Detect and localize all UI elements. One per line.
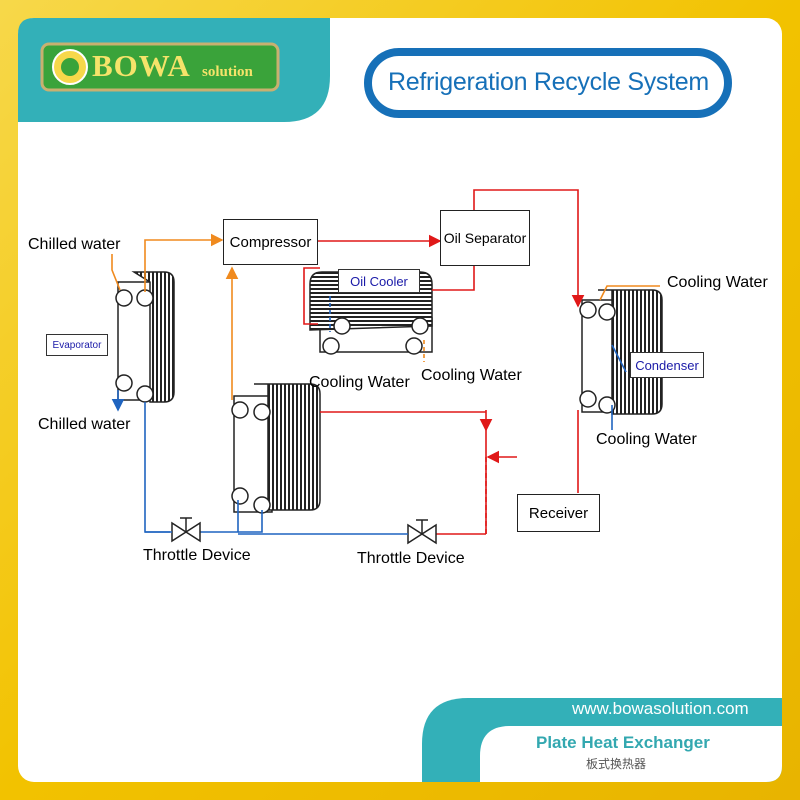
chilled-water-in-label: Chilled water <box>28 236 121 253</box>
logo-plaque <box>40 42 280 92</box>
cooling-water-cond-bottom-label: Cooling Water <box>596 431 697 448</box>
chilled-water-out-label: Chilled water <box>38 416 131 433</box>
throttle-valve-1-icon <box>171 517 201 543</box>
product-name: Plate Heat Exchanger <box>536 733 710 752</box>
oil-cooler-label: Oil Cooler <box>338 269 420 293</box>
cooling-water-oil-left-label: Cooling Water <box>309 374 410 391</box>
evaporator-label: Evaporator <box>46 334 108 356</box>
footer-white-inset <box>480 726 782 782</box>
logo-text: BOWA <box>92 48 191 83</box>
economizer-exchanger <box>231 383 321 514</box>
website-link[interactable]: www.bowasolution.com <box>572 699 749 718</box>
white-panel <box>18 18 782 782</box>
logo-subtext: solution <box>202 64 253 80</box>
receiver-box: Receiver <box>517 494 600 532</box>
throttle-device-2-label: Throttle Device <box>357 550 465 567</box>
red-refrigerant-pipes <box>303 189 585 535</box>
cooling-water-cond-top-label: Cooling Water <box>667 274 768 291</box>
orange-pipes <box>111 233 660 400</box>
throttle-valve-2-icon <box>407 519 437 545</box>
compressor-box: Compressor <box>223 219 318 265</box>
throttle-device-1-label: Throttle Device <box>143 547 251 564</box>
logo-sun-core <box>61 58 79 76</box>
cooling-water-oil-right-label: Cooling Water <box>421 367 522 384</box>
oil-separator-box: Oil Separator <box>440 210 530 266</box>
product-name-cn: 板式换热器 <box>586 757 647 771</box>
condenser-label: Condenser <box>630 352 704 378</box>
title-pill <box>364 48 732 118</box>
evaporator-exchanger <box>115 271 175 403</box>
diagram-title: Refrigeration Recycle System <box>388 68 709 96</box>
